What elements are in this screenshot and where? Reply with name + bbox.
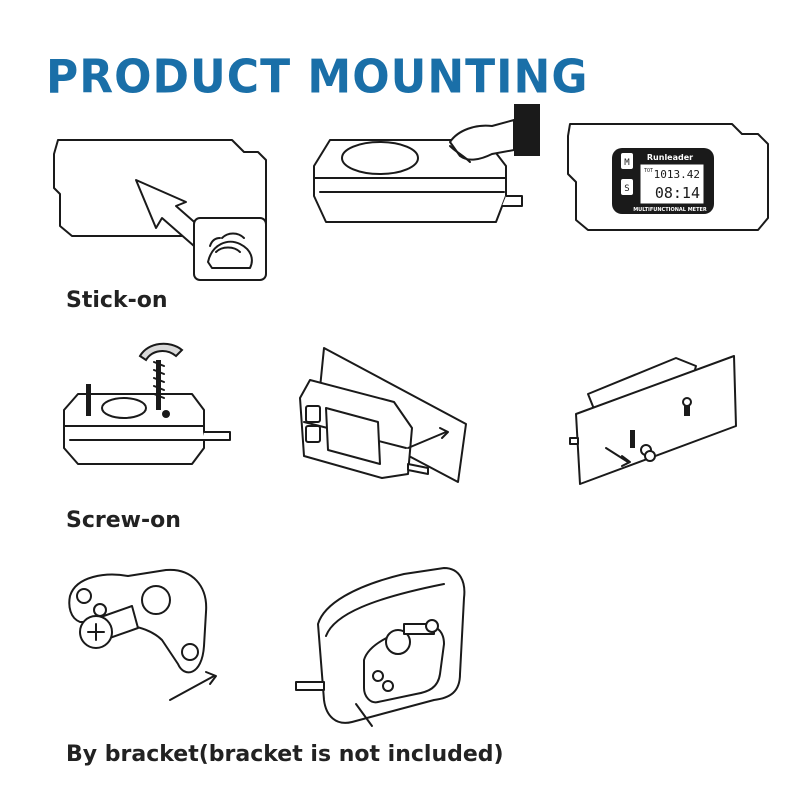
bracket-step-assemble bbox=[66, 566, 250, 712]
meter-brand: Runleader bbox=[647, 153, 693, 162]
meter-caption: MULTIFUNCTIONAL METER bbox=[633, 207, 707, 213]
bracket-step-mount-meter bbox=[294, 564, 470, 734]
screw-on-step-mount-panel-back bbox=[566, 350, 742, 490]
screw-on-label: Screw-on bbox=[66, 508, 181, 533]
stick-on-step-clean-surface bbox=[52, 134, 272, 284]
meter-button-s-label: S bbox=[624, 184, 629, 194]
meter-reading-top: 1013.42 bbox=[654, 168, 700, 181]
screw-on-step-insert-screws bbox=[58, 336, 248, 470]
screw-on-step-mount-panel-front bbox=[296, 344, 476, 484]
stick-on-step-attached-meter: M S Runleader TOT 1013.42 08:14 MULTIFUN… bbox=[566, 122, 772, 238]
page-title: PRODUCT MOUNTING bbox=[46, 50, 589, 105]
meter-reading-bottom: 08:14 bbox=[655, 184, 700, 202]
stick-on-step-peel-backing bbox=[300, 100, 550, 240]
meter-button-m-label: M bbox=[624, 158, 630, 168]
stick-on-label: Stick-on bbox=[66, 288, 168, 313]
bracket-label: By bracket(bracket is not included) bbox=[66, 742, 504, 767]
meter-tot-label: TOT bbox=[644, 168, 653, 174]
